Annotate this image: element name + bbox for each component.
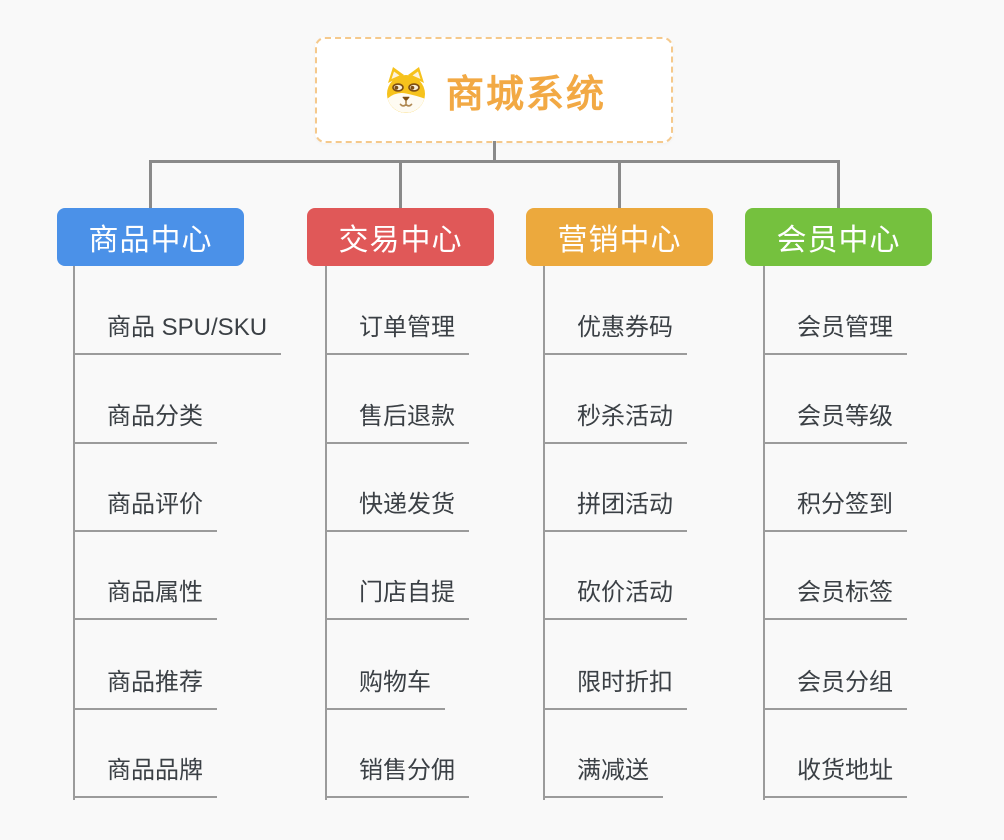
branch-topic-trade-center[interactable]: 交易中心: [307, 208, 494, 266]
sub-topic[interactable]: 砍价活动: [543, 576, 687, 620]
connector-drop-product: [149, 160, 152, 208]
sub-topic[interactable]: 购物车: [325, 666, 445, 710]
sub-topic[interactable]: 售后退款: [325, 400, 469, 444]
sub-topic[interactable]: 快递发货: [325, 488, 469, 532]
sub-topic[interactable]: 积分签到: [763, 488, 907, 532]
branch-topic-member-center[interactable]: 会员中心: [745, 208, 932, 266]
sub-topic[interactable]: 门店自提: [325, 576, 469, 620]
sub-topic[interactable]: 商品 SPU/SKU: [73, 311, 282, 355]
sub-topic[interactable]: 会员标签: [763, 576, 907, 620]
sub-topic[interactable]: 秒杀活动: [543, 400, 687, 444]
sub-topic[interactable]: 收货地址: [763, 754, 907, 798]
sub-topic[interactable]: 商品分类: [73, 400, 217, 444]
connector-drop-trade: [399, 160, 402, 208]
root-topic[interactable]: 商城系统: [315, 37, 673, 143]
connector-drop-marketing: [618, 160, 621, 208]
branch-topic-marketing-center[interactable]: 营销中心: [526, 208, 713, 266]
branch-topic-product-center[interactable]: 商品中心: [57, 208, 244, 266]
sub-topic[interactable]: 商品属性: [73, 576, 217, 620]
sub-topic[interactable]: 会员管理: [763, 311, 907, 355]
sub-topic[interactable]: 订单管理: [325, 311, 469, 355]
sub-topic[interactable]: 拼团活动: [543, 488, 687, 532]
connector-bus: [149, 160, 840, 163]
sub-topic[interactable]: 满减送: [543, 754, 663, 798]
branch-trunk-line: [73, 266, 75, 800]
sub-topic[interactable]: 商品品牌: [73, 754, 217, 798]
sub-topic[interactable]: 销售分佣: [325, 754, 469, 798]
connector-drop-member: [837, 160, 840, 208]
sub-topic[interactable]: 商品推荐: [73, 666, 217, 710]
branch-trunk-line: [325, 266, 327, 800]
connector-root-trunk: [493, 141, 496, 162]
sub-topic[interactable]: 限时折扣: [543, 666, 687, 710]
sub-topic[interactable]: 会员分组: [763, 666, 907, 710]
root-topic-label: 商城系统: [445, 73, 606, 116]
sub-topic[interactable]: 商品评价: [73, 488, 217, 532]
sub-topic[interactable]: 会员等级: [763, 400, 907, 444]
sub-topic[interactable]: 优惠券码: [543, 311, 687, 355]
shiba-dog-icon: [386, 67, 425, 113]
branch-trunk-line: [763, 266, 765, 800]
branch-trunk-line: [543, 266, 545, 800]
